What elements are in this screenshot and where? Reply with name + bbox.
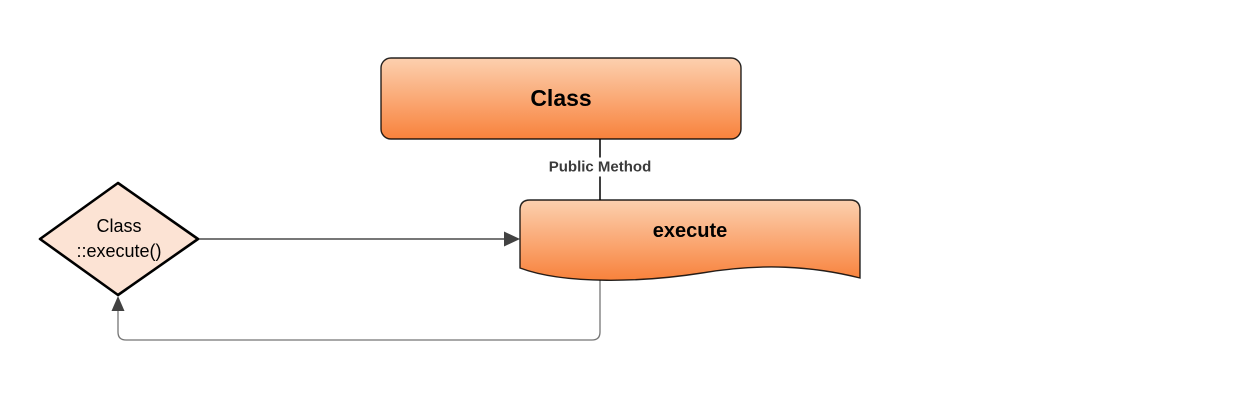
class-execute-decision-node[interactable] <box>38 181 200 297</box>
execute-to-diamond-loop-connector[interactable] <box>117 280 601 341</box>
arrow-arrowhead-icon <box>504 231 520 247</box>
loop-arrowhead-icon <box>111 296 125 311</box>
execute-document-node[interactable] <box>519 199 861 281</box>
class-node[interactable] <box>380 57 742 140</box>
